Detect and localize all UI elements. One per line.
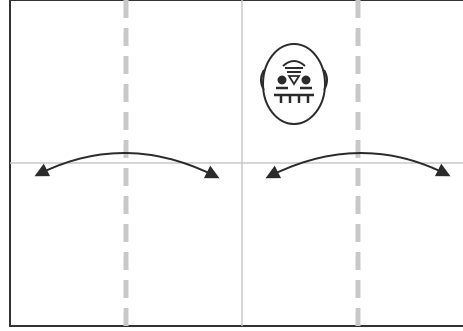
left-double-headed-curved-arrow	[34, 152, 220, 179]
robot-face-icon	[260, 43, 328, 125]
right-double-headed-curved-arrow	[265, 152, 451, 179]
